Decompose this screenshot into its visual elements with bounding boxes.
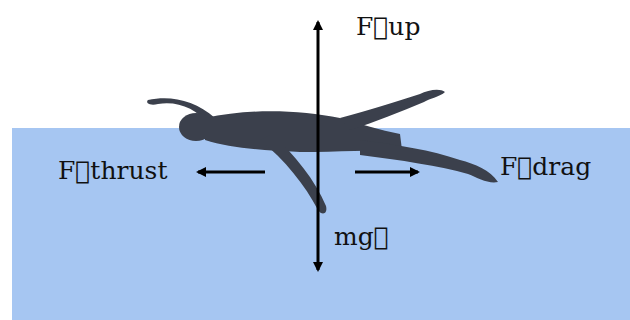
force-label: F⃗up: [356, 12, 420, 42]
force-arrow-weight: [317, 160, 320, 270]
force-label: F⃗thrust: [58, 156, 167, 186]
force-label: F⃗drag: [500, 152, 591, 182]
force-arrows: [198, 22, 418, 270]
force-arrow-up: [317, 22, 320, 160]
swimmer-body: [147, 90, 498, 214]
force-label: mg⃗: [334, 222, 389, 252]
water: [12, 128, 630, 320]
force-arrow-drag: [355, 171, 418, 174]
force-arrow-thrust: [198, 171, 265, 174]
